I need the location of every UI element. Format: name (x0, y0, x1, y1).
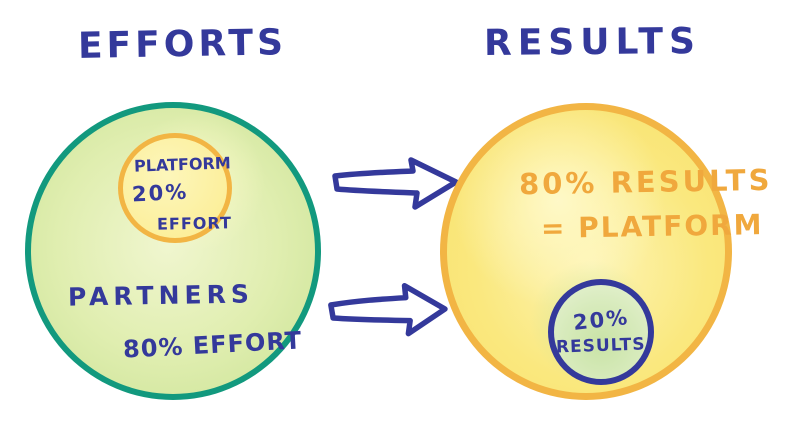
results-title: RESULTS (483, 21, 702, 64)
results-circle: 80% RESULTS = PLATFORM 20% RESULTS (440, 103, 773, 400)
partners-label: PARTNERS (67, 279, 255, 312)
platform-effort-percent: 20% (131, 179, 189, 207)
arrow-right-icon (331, 156, 461, 216)
platform-label: PLATFORM (133, 153, 232, 176)
platform-effort-word: EFFORT (156, 213, 233, 234)
results-platform-equals: = PLATFORM (540, 208, 764, 245)
arrow-right-icon (325, 280, 450, 344)
platform-effort-circle: PLATFORM 20% EFFORT (118, 133, 232, 243)
partners-results-circle: 20% RESULTS (548, 279, 654, 385)
partners-results-word: RESULTS (555, 334, 647, 358)
results-platform-percent: 80% RESULTS (518, 162, 773, 202)
efforts-title: EFFORTS (77, 22, 288, 67)
partners-results-percent: 20% (571, 305, 631, 335)
